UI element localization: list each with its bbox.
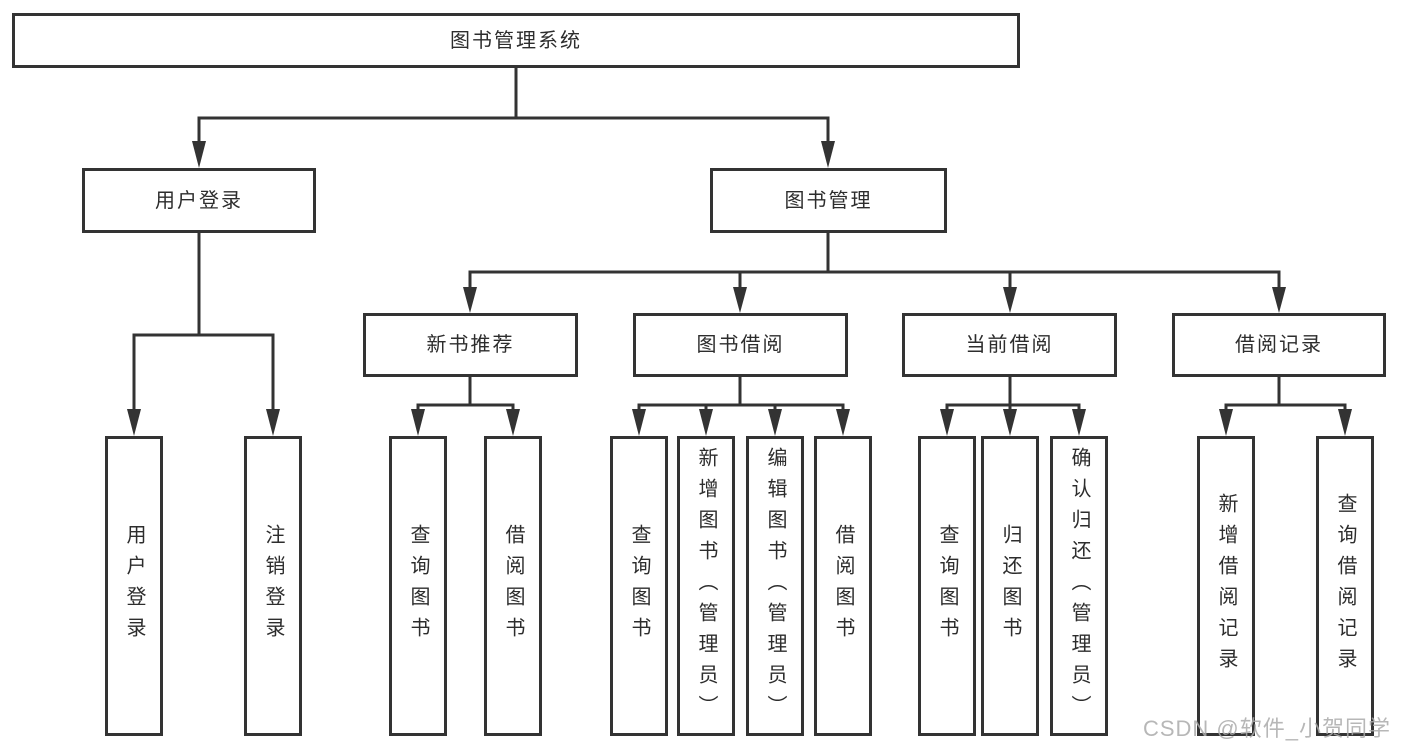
node-borrowing-records: 借阅记录 <box>1172 313 1386 377</box>
leaf-confirm-return-admin: 确认归还（管理员） <box>1050 436 1108 736</box>
node-new-book-recommendation: 新书推荐 <box>363 313 578 377</box>
node-label: 图书借阅 <box>696 334 785 356</box>
leaf-add-borrow-record: 新增借阅记录 <box>1197 436 1255 736</box>
node-label: 图书管理 <box>784 189 873 212</box>
node-label: 借阅记录 <box>1235 334 1323 356</box>
leaf-label: 借阅图书 <box>832 524 854 648</box>
leaf-label: 查询图书 <box>936 524 958 648</box>
csdn-watermark: CSDN @软件_小贺同学 <box>1142 716 1391 741</box>
leaf-borrow-books-2: 借阅图书 <box>814 436 872 736</box>
leaf-query-books-3: 查询图书 <box>918 436 976 736</box>
leaf-query-borrow-record: 查询借阅记录 <box>1316 436 1374 736</box>
leaf-label: 归还图书 <box>999 524 1021 648</box>
node-label: 用户登录 <box>155 189 243 212</box>
node-book-borrowing: 图书借阅 <box>633 313 848 377</box>
leaf-label: 用户登录 <box>123 524 145 648</box>
node-book-management: 图书管理 <box>710 168 947 233</box>
leaf-query-books: 查询图书 <box>389 436 447 736</box>
leaf-label: 新增借阅记录 <box>1215 493 1237 679</box>
node-label: 新书推荐 <box>426 334 515 356</box>
leaf-label: 注销登录 <box>262 524 284 648</box>
leaf-add-book-admin: 新增图书（管理员） <box>677 436 735 736</box>
leaf-label: 编辑图书（管理员） <box>764 446 786 726</box>
leaf-user-login: 用户登录 <box>105 436 163 736</box>
leaf-label: 借阅图书 <box>502 524 524 648</box>
node-label: 当前借阅 <box>965 334 1054 356</box>
leaf-borrow-books: 借阅图书 <box>484 436 542 736</box>
leaf-label: 查询图书 <box>407 524 429 648</box>
leaf-query-books-2: 查询图书 <box>610 436 668 736</box>
leaf-label: 新增图书（管理员） <box>695 446 717 726</box>
node-current-borrowing: 当前借阅 <box>902 313 1117 377</box>
leaf-label: 确认归还（管理员） <box>1068 446 1090 726</box>
leaf-edit-book-admin: 编辑图书（管理员） <box>746 436 804 736</box>
node-root-library-system: 图书管理系统 <box>12 13 1020 68</box>
node-label: 图书管理系统 <box>450 29 582 52</box>
leaf-return-books: 归还图书 <box>981 436 1039 736</box>
leaf-logout: 注销登录 <box>244 436 302 736</box>
leaf-label: 查询图书 <box>628 524 650 648</box>
leaf-label: 查询借阅记录 <box>1334 493 1356 679</box>
node-user-login: 用户登录 <box>82 168 316 233</box>
